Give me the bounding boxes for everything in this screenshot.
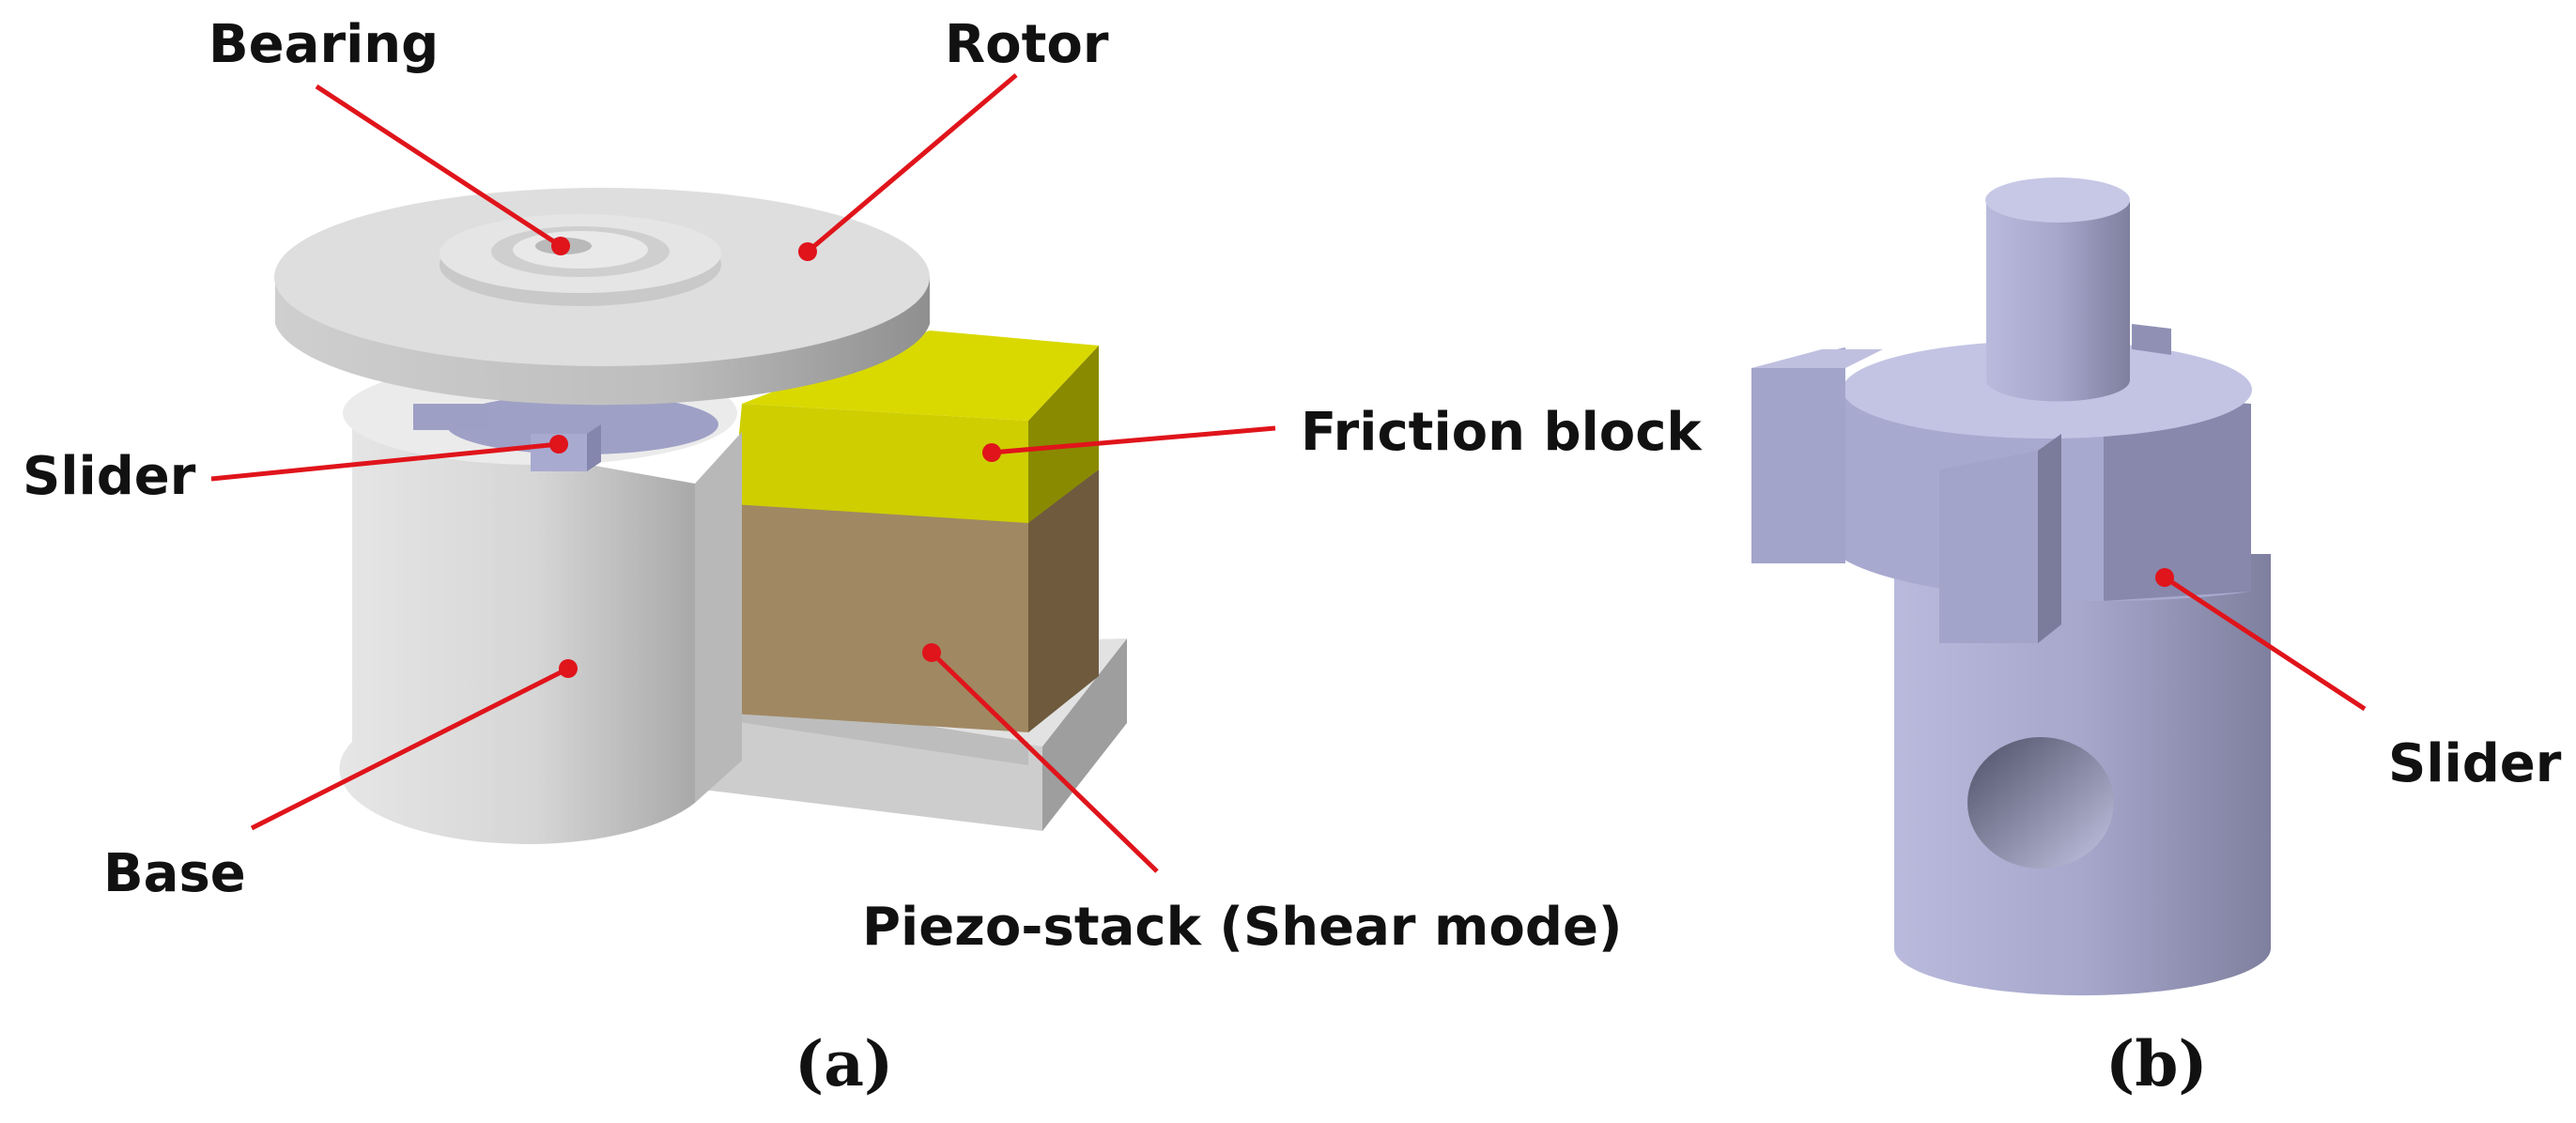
leader-dot-slider-b (2155, 568, 2174, 587)
leader-line-slider-a (210, 441, 560, 482)
leader-dot-friction-block (982, 443, 1001, 462)
leader-line-bearing (315, 84, 563, 249)
leader-dot-rotor (798, 242, 817, 261)
rotor-disc (274, 188, 930, 406)
label-base: Base (103, 843, 246, 904)
label-piezo-stack: Piezo-stack (Shear mode) (862, 897, 1623, 958)
slider-shaft (1985, 177, 2130, 402)
leader-line-rotor (806, 73, 1018, 254)
caption-b: (b) (2106, 1027, 2208, 1100)
label-slider-a: Slider (23, 446, 196, 507)
slider-part-a (413, 394, 718, 471)
slider-wings (1751, 324, 2171, 643)
caption-a: (a) (794, 1027, 894, 1100)
leader-lines (210, 73, 2367, 873)
leader-line-slider-b (2163, 575, 2367, 712)
friction-block (733, 331, 1099, 523)
label-bearing: Bearing (208, 14, 440, 75)
leader-dot-bearing (551, 237, 570, 255)
slider-hole (1967, 737, 2114, 869)
leader-dot-piezo-stack (922, 643, 941, 662)
leader-dot-slider-a (549, 435, 568, 454)
leader-dot-base (559, 659, 578, 678)
leader-line-base (250, 666, 570, 831)
slider-lower-body (1894, 554, 2271, 996)
label-rotor: Rotor (945, 14, 1109, 75)
leader-line-friction-block (991, 425, 1276, 455)
bearing (440, 214, 721, 306)
leader-line-piezo-stack (930, 651, 1159, 873)
panel-a-drawing (274, 188, 1127, 844)
panel-b-drawing (1751, 177, 2271, 996)
label-slider-b: Slider (2388, 733, 2562, 794)
label-friction-block: Friction block (1301, 402, 1702, 463)
